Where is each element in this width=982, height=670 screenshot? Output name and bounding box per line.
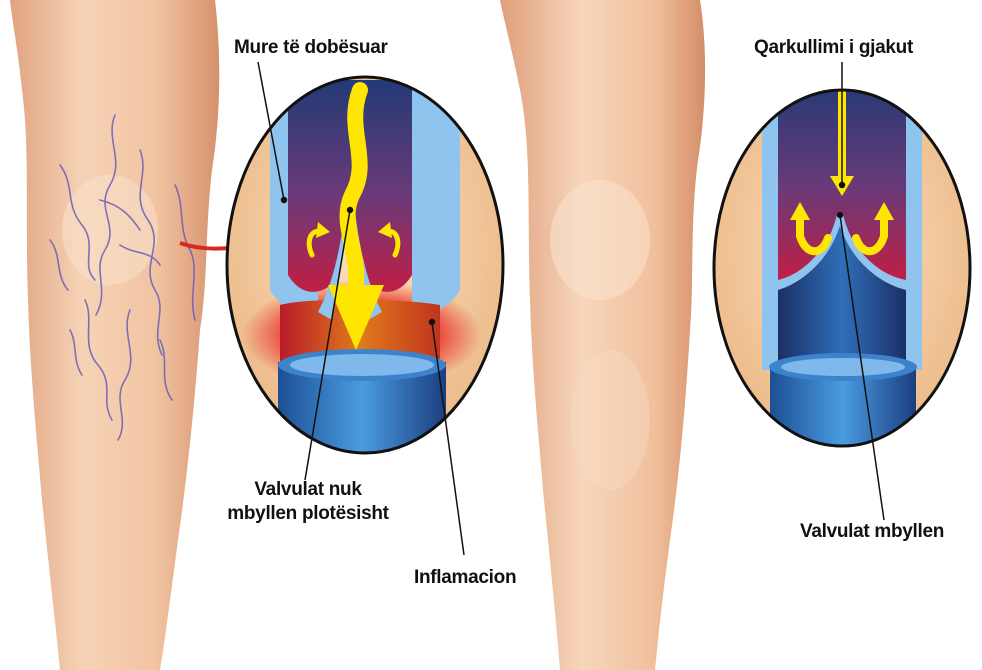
label-valves-not-closing-line2: mbyllen plotësisht — [218, 502, 398, 526]
label-valves-not-closing-line1: Valvulat nuk — [218, 478, 398, 502]
label-blood-flow: Qarkullimi i gjakut — [754, 36, 913, 60]
right-leg-healthy — [500, 0, 705, 670]
label-valves-not-closing: Valvulat nuk mbyllen plotësisht — [218, 478, 398, 526]
label-inflammation: Inflamacion — [414, 566, 516, 590]
label-weakened-walls: Mure të dobësuar — [234, 36, 388, 60]
yellow-flow-arrow-icon — [348, 90, 360, 290]
label-valves-closing: Valvulat mbyllen — [800, 520, 944, 544]
inset-healthy-valve — [714, 62, 970, 520]
